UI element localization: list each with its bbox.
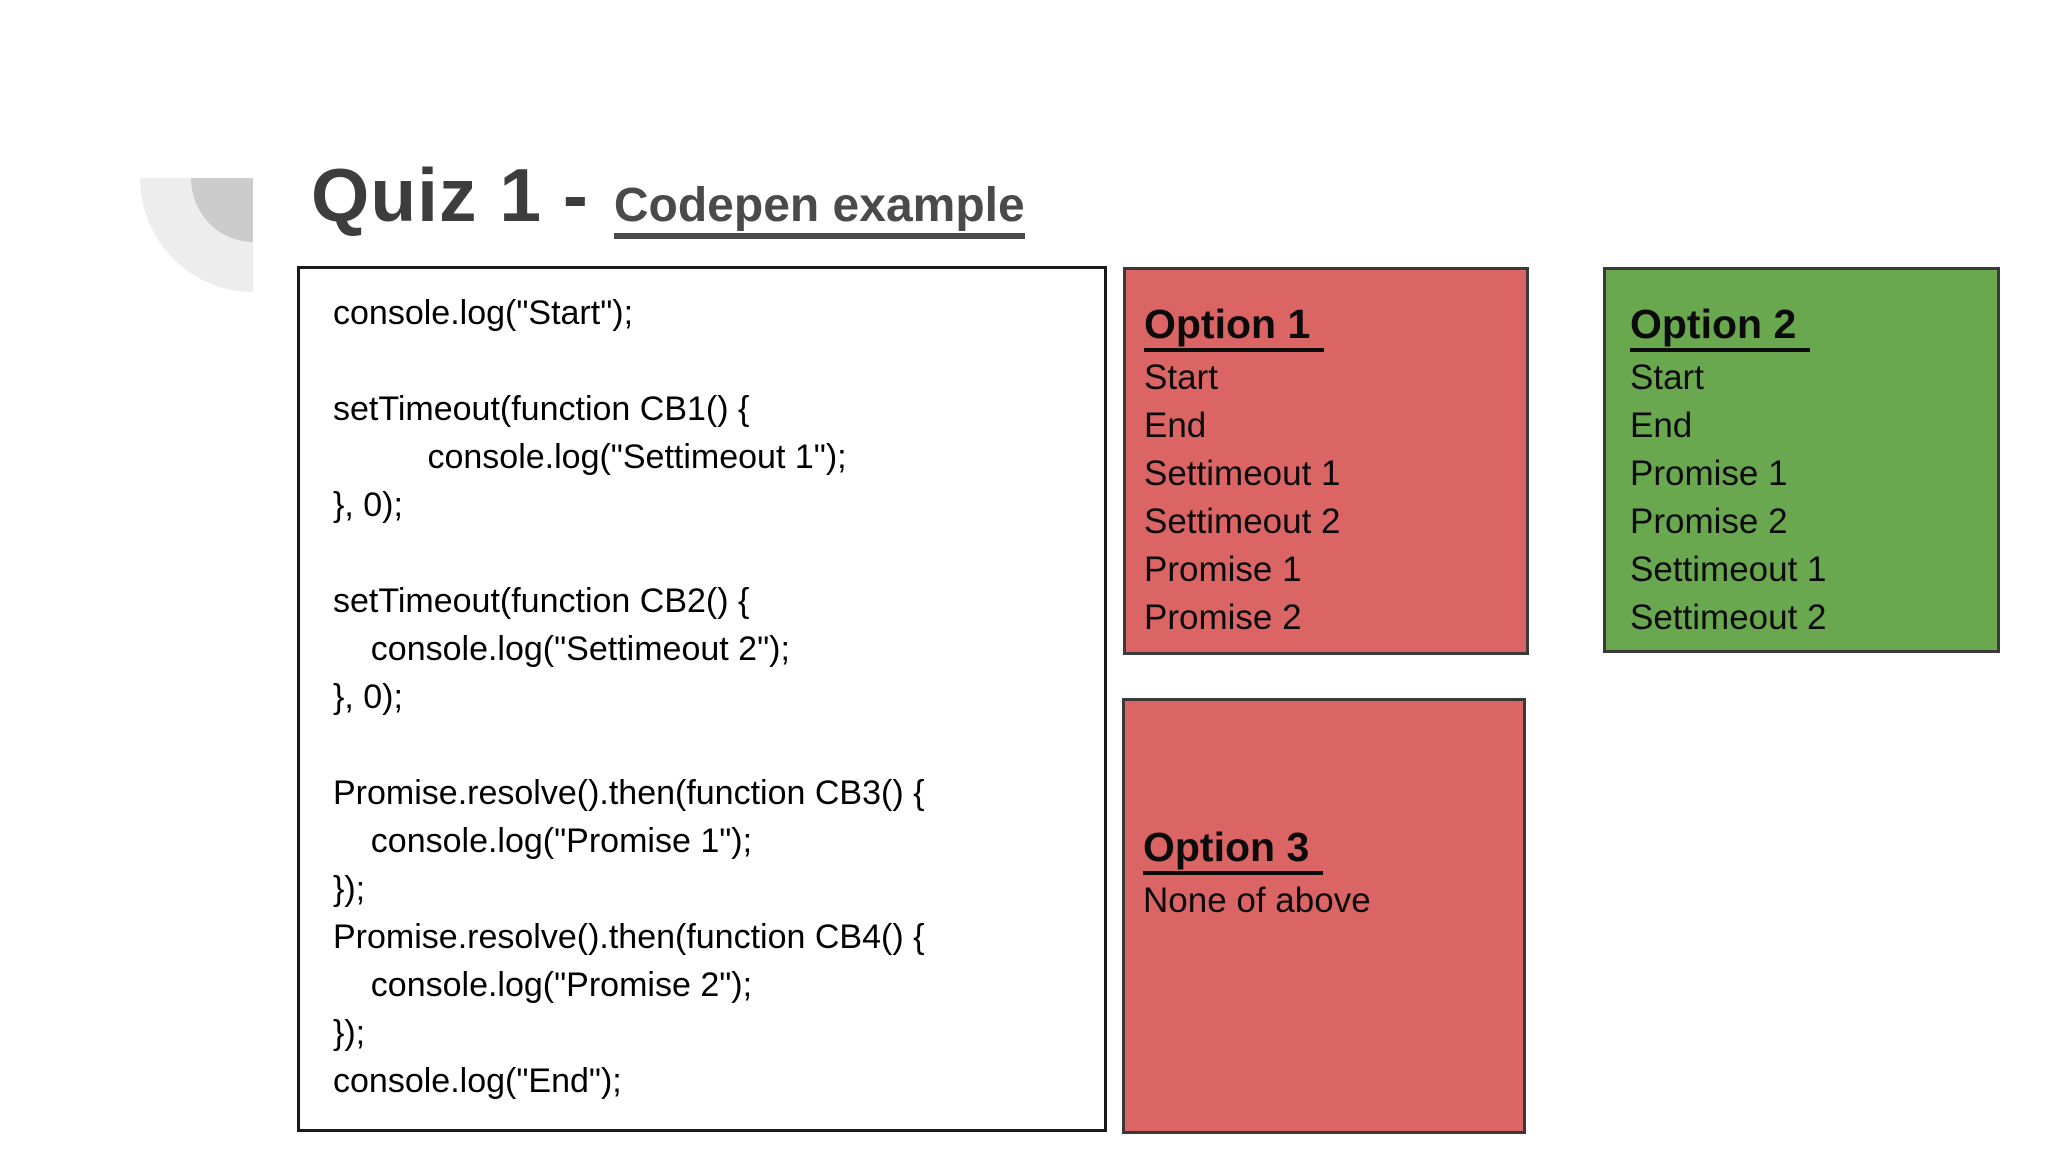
option-line: Settimeout 2: [1630, 598, 1827, 637]
title-separator: -: [542, 153, 588, 237]
slide-header: Quiz 1 - Codepen example: [311, 158, 1025, 239]
option-line: Settimeout 1: [1630, 550, 1827, 589]
option-line: Promise 1: [1630, 454, 1788, 493]
option-line: None of above: [1143, 881, 1371, 920]
code-text: console.log("Start"); setTimeout(functio…: [333, 294, 925, 1100]
code-panel: console.log("Start"); setTimeout(functio…: [297, 266, 1107, 1132]
option-line: Settimeout 2: [1144, 502, 1341, 541]
option-line: Promise 2: [1630, 502, 1788, 541]
option-line: Promise 1: [1144, 550, 1302, 589]
option-box-3[interactable]: Option 3 None of above: [1122, 698, 1526, 1134]
option-line: Start: [1144, 358, 1218, 397]
option-line: End: [1630, 406, 1693, 445]
page-title: Quiz 1: [311, 153, 543, 237]
option-line: Start: [1630, 358, 1704, 397]
option-line: End: [1144, 406, 1207, 445]
option-3-title: Option 3: [1143, 823, 1324, 875]
option-3-lines: None of above: [1143, 877, 1513, 925]
option-line: Promise 2: [1144, 598, 1302, 637]
option-1-title: Option 1: [1144, 300, 1325, 352]
option-2-title: Option 2: [1630, 300, 1811, 352]
option-line: Settimeout 1: [1144, 454, 1341, 493]
codepen-link[interactable]: Codepen example: [613, 182, 1025, 239]
